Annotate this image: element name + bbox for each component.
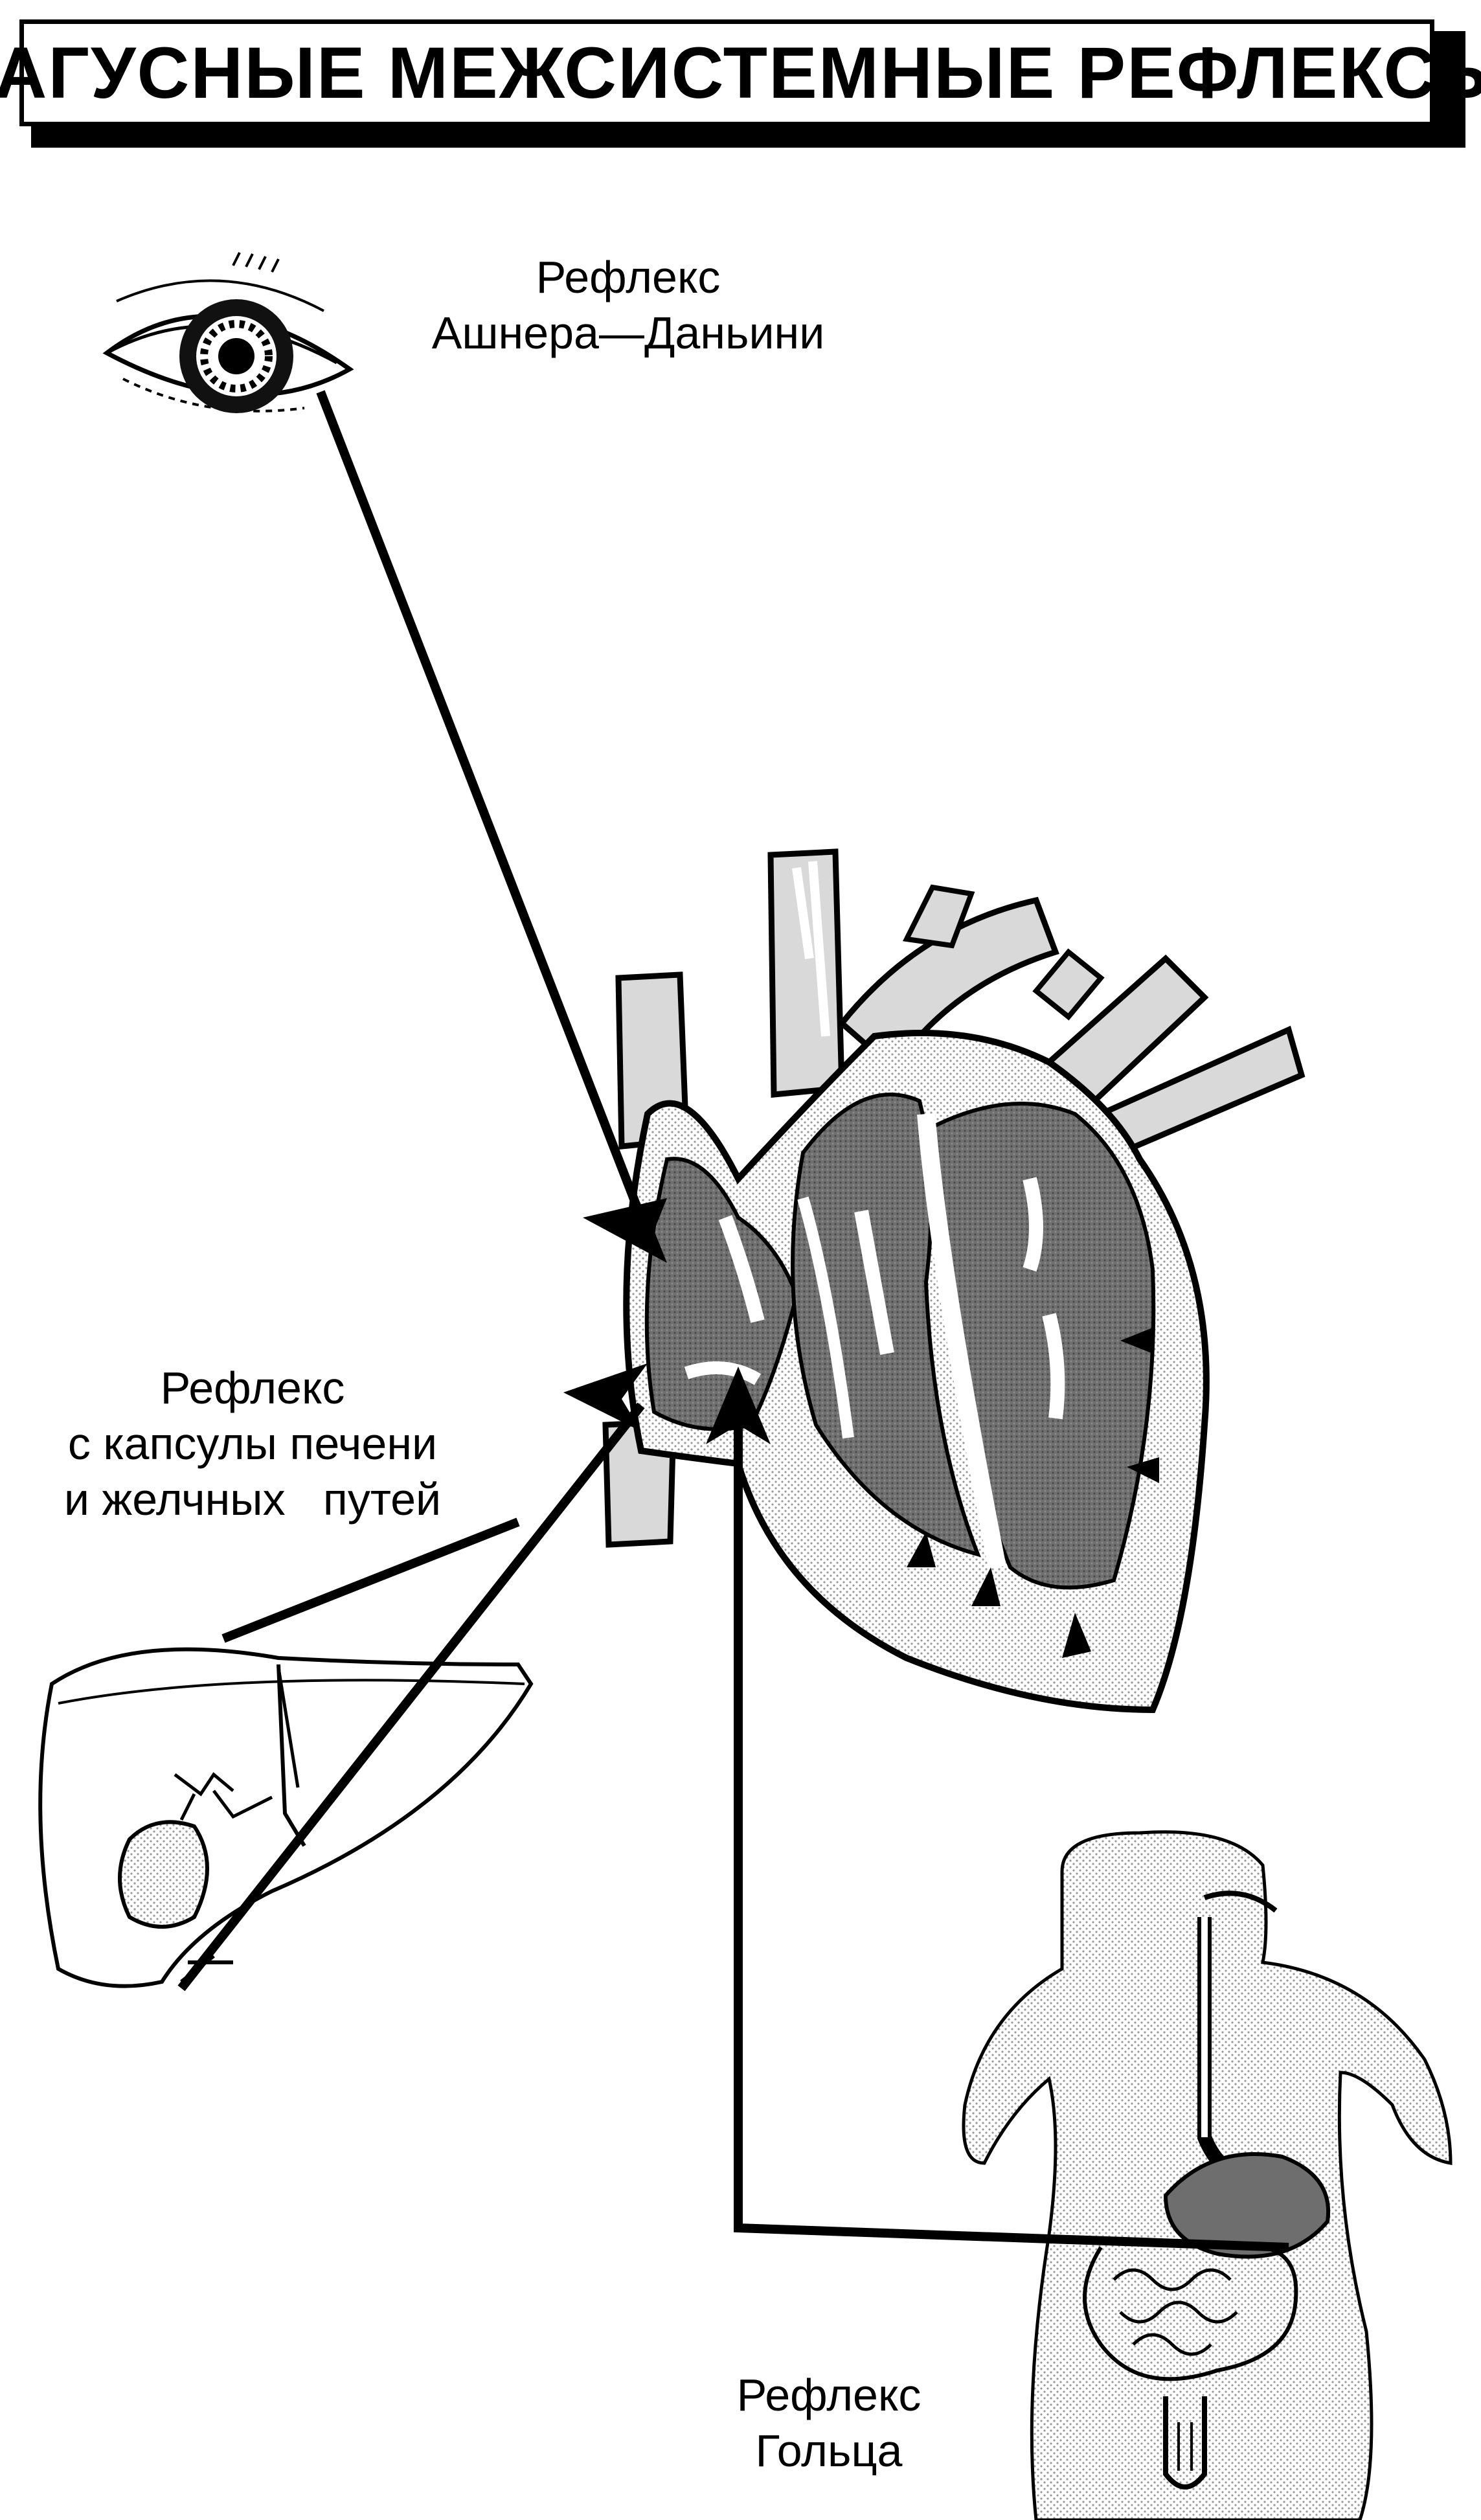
- gallbladder-to-heart-line: [177, 1402, 645, 1992]
- gut-arrowhead: [706, 1367, 771, 1444]
- liver-icon: [38, 1647, 534, 1988]
- eye-arrowhead: [583, 1198, 667, 1263]
- label-ashner-dagnini: Рефлекс Ашнера—Даньини: [431, 252, 825, 358]
- liver-arrowhead: [563, 1363, 648, 1431]
- page-title: ВАГУСНЫЕ МЕЖСИСТЕМНЫЕ РЕФЛЕКСЫ: [0, 32, 1481, 113]
- label-liver-biliary: Рефлекс с капсулы печени и желчных путей: [63, 1363, 442, 1525]
- label-goltz: Рефлекс Гольца: [736, 2370, 921, 2476]
- reflex-pathways: [177, 390, 1289, 2252]
- eye-to-heart-line: [316, 390, 646, 1220]
- digestive-tract-icon: [962, 1830, 1453, 2520]
- title-box: ВАГУСНЫЕ МЕЖСИСТЕМНЫЕ РЕФЛЕКСЫ: [0, 19, 1481, 126]
- liver-capsule-line: [221, 1517, 520, 1643]
- gut-to-heart-line: [734, 1425, 1289, 2252]
- heart-icon: [602, 848, 1306, 1714]
- eye-icon: [102, 252, 354, 413]
